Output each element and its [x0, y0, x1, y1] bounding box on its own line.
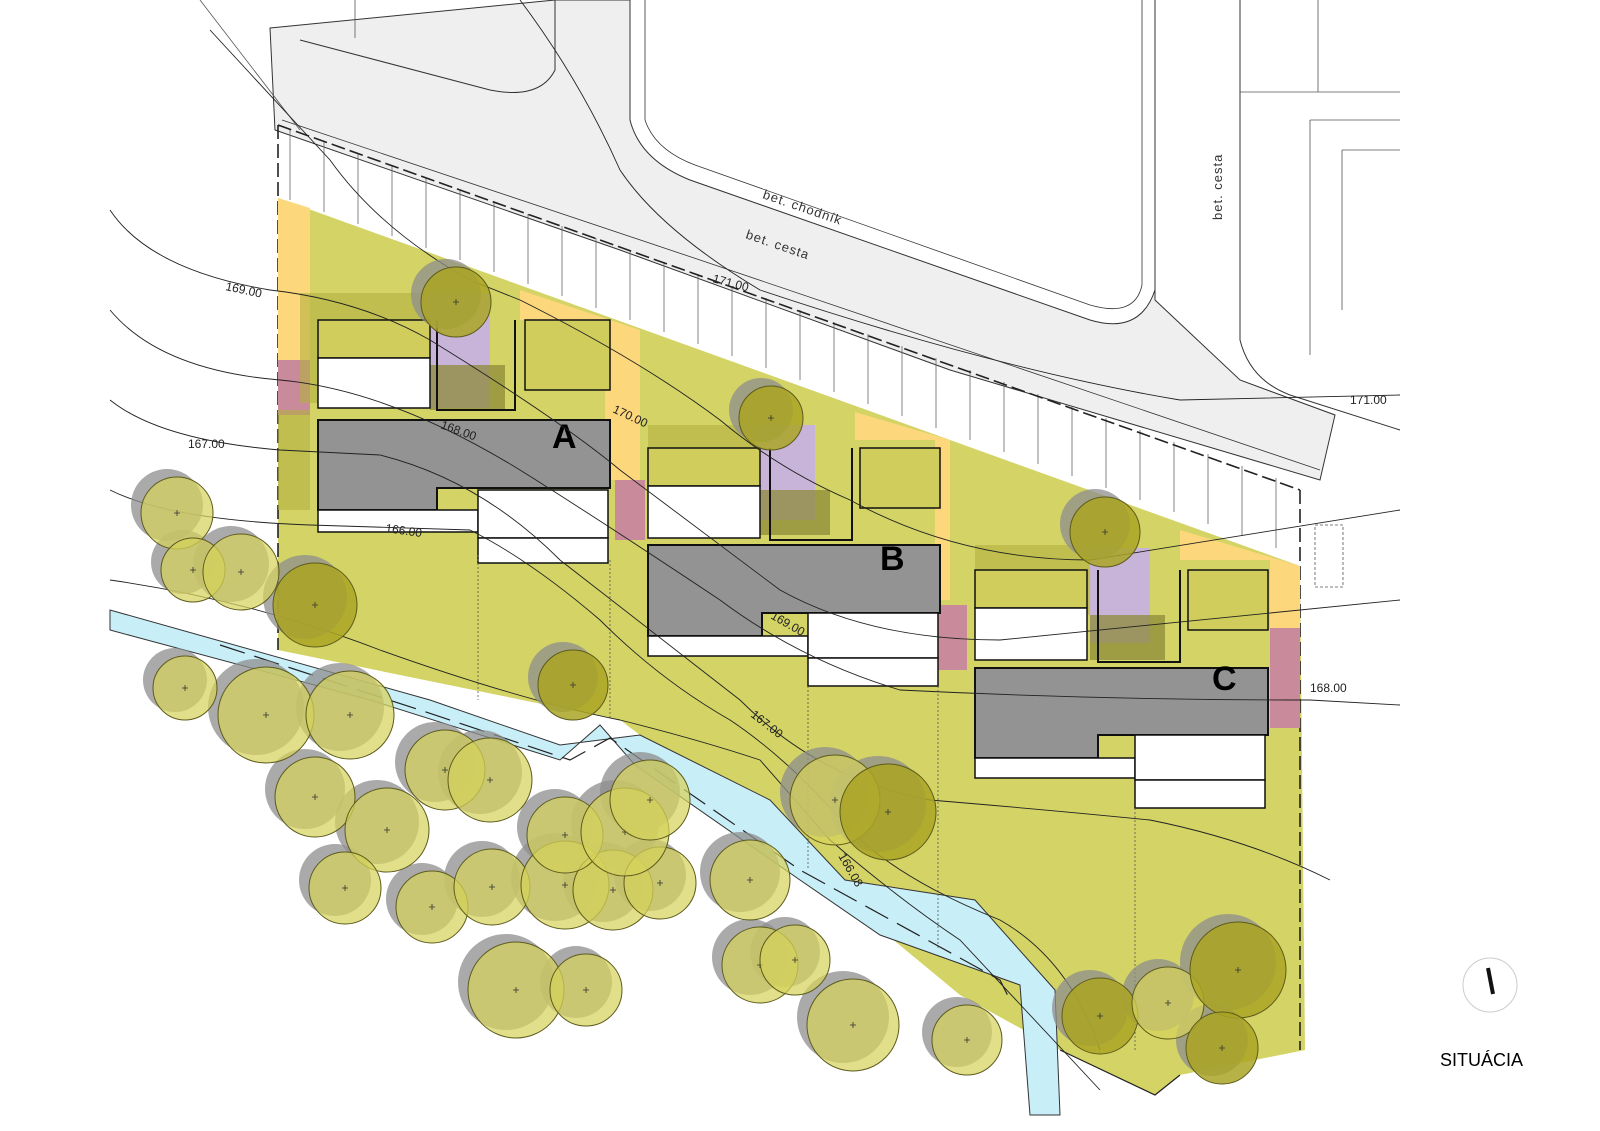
tree-center-mark — [1165, 1000, 1171, 1006]
tree-center-mark — [489, 884, 495, 890]
contour-label: 168.00 — [1310, 681, 1347, 695]
right-road-edge — [1239, 0, 1401, 431]
road-inner-curb — [299, 0, 556, 93]
tree-center-mark — [312, 794, 318, 800]
house-label-b: B — [880, 540, 905, 578]
contour-label: 171.00 — [1350, 393, 1387, 407]
tree-center-mark — [850, 1022, 856, 1028]
tree-center-mark — [768, 415, 774, 421]
tree-center-mark — [1219, 1045, 1225, 1051]
road-label-road-vertical: bet. cesta — [1210, 154, 1225, 220]
tree-center-mark — [647, 797, 653, 803]
street-area — [199, 0, 1401, 588]
tree-center-mark — [1102, 529, 1108, 535]
tree-center-mark — [562, 882, 568, 888]
tree-center-mark — [453, 299, 459, 305]
tree-center-mark — [570, 682, 576, 688]
contour-label: 167.00 — [188, 437, 225, 451]
plan-title: SITUÁCIA — [1440, 1050, 1523, 1070]
tree-center-mark — [347, 712, 353, 718]
lower-lot-boundary — [1059, 1049, 1181, 1096]
house-label-c: C — [1212, 660, 1237, 698]
left-lot-lines — [199, 0, 356, 131]
tree-center-mark — [885, 809, 891, 815]
tree-center-mark — [964, 1037, 970, 1043]
tree-center-mark — [1097, 1013, 1103, 1019]
north-arrow-icon — [1462, 957, 1518, 1013]
tree-center-mark — [1235, 967, 1241, 973]
tree-center-mark — [747, 877, 753, 883]
house-c: C — [974, 545, 1269, 809]
tree-center-mark — [384, 827, 390, 833]
tree-center-mark — [312, 602, 318, 608]
terrace-pink-c2 — [1270, 628, 1300, 728]
creek-centerline — [219, 644, 1011, 1001]
tree-center-mark — [832, 797, 838, 803]
tree-center-mark — [610, 887, 616, 893]
tree-center-mark — [657, 880, 663, 886]
right-lot-lines — [1240, 0, 1400, 355]
tree-layer — [131, 259, 1287, 1085]
tree-center-mark — [583, 987, 589, 993]
tree-center-mark — [442, 767, 448, 773]
tree-center-mark — [342, 885, 348, 891]
house-label-a: A — [552, 418, 577, 456]
block-curb-inner — [644, 0, 1143, 309]
tree-center-mark — [182, 685, 188, 691]
terrace-pink-b — [615, 480, 645, 540]
tree-center-mark — [513, 987, 519, 993]
yard-strip-a — [278, 410, 310, 510]
tree-center-mark — [263, 712, 269, 718]
contour-label: 169.00 — [224, 279, 263, 300]
parking-slot-right — [1314, 524, 1344, 588]
tree-center-mark — [487, 777, 493, 783]
tree-center-mark — [190, 567, 196, 573]
tree-center-mark — [429, 904, 435, 910]
tree-center-mark — [238, 569, 244, 575]
block-curb — [629, 0, 1156, 325]
entry-strip-c — [1180, 530, 1300, 630]
contour-label: 166.00 — [385, 521, 424, 540]
tree-center-mark — [792, 957, 798, 963]
tree-center-mark — [562, 832, 568, 838]
sidewalk-edge — [281, 119, 1321, 471]
tree-center-mark — [174, 510, 180, 516]
